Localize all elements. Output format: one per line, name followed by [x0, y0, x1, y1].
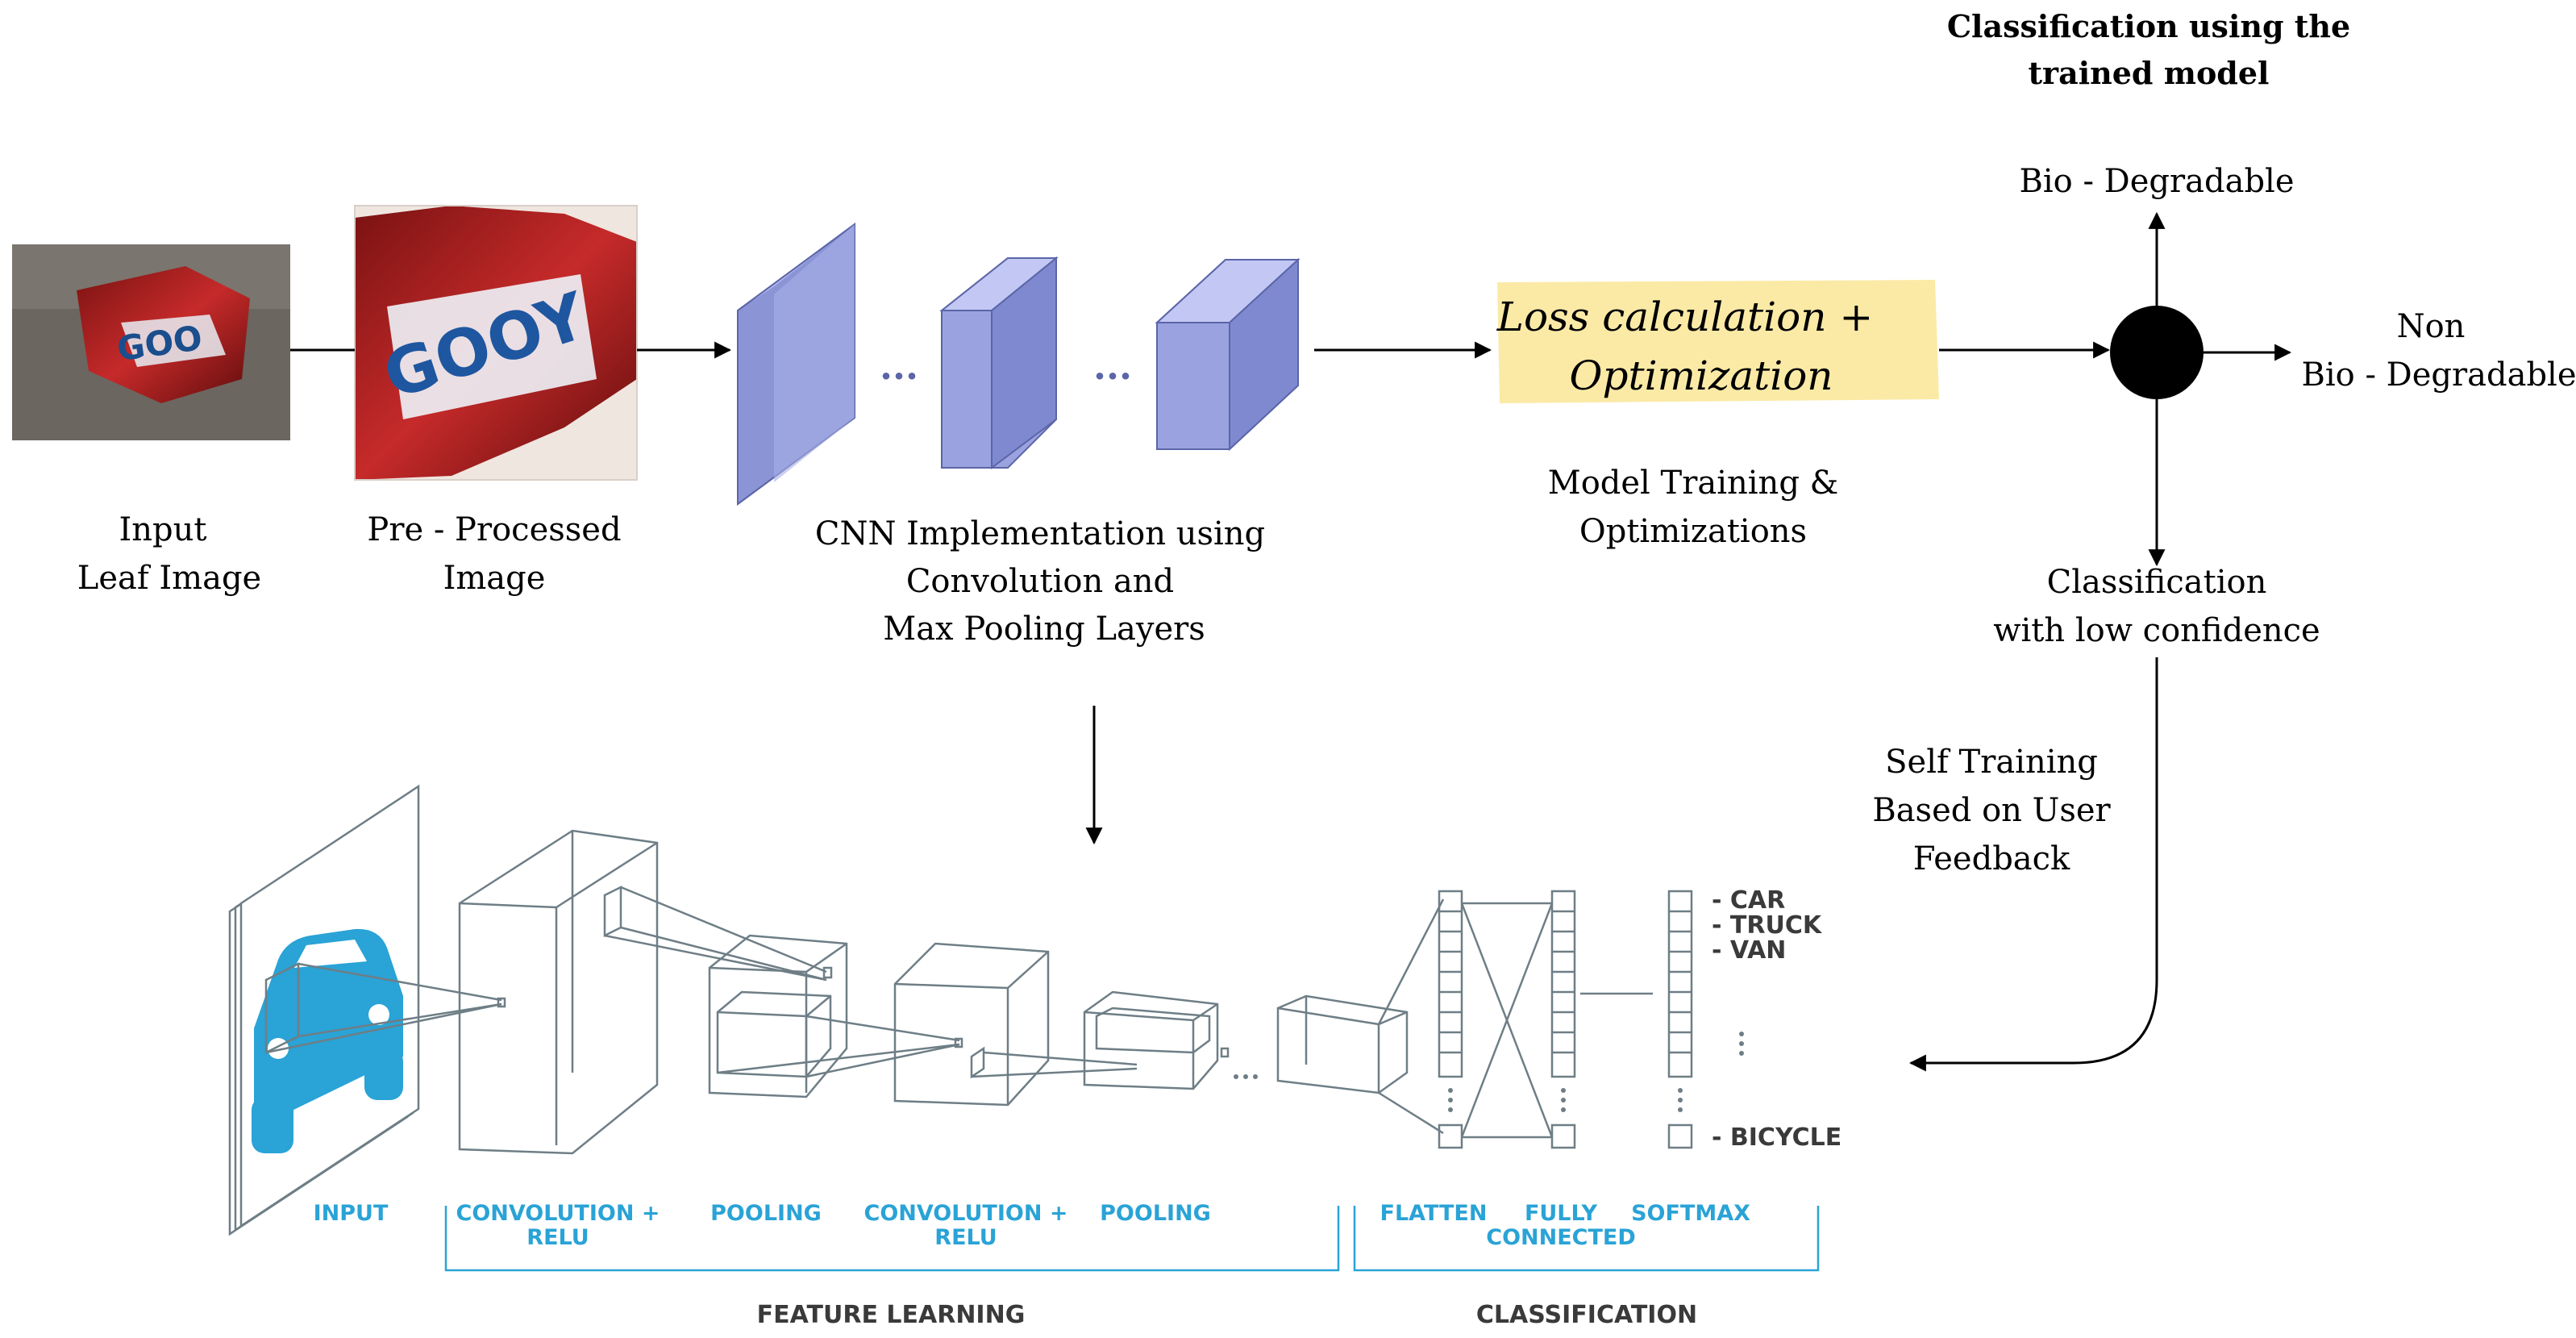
stage-labels: INPUT CONVOLUTION + RELU POOLING CONVOLU… — [314, 1201, 1750, 1250]
cnn-block-2 — [939, 256, 1059, 469]
loss-box-background — [1497, 280, 1939, 403]
classifier-node — [2110, 306, 2204, 399]
bio-degradable-label: Bio - Degradable — [2019, 163, 2294, 200]
stage-conv1-line-1: CONVOLUTION + — [456, 1201, 660, 1226]
flatten-column — [1438, 890, 1463, 1149]
low-confidence-label: Classification with low confidence — [1993, 564, 2320, 649]
low-confidence-line-1: Classification — [2047, 564, 2267, 601]
classification-bracket — [1353, 1206, 1820, 1272]
feedback-line-2: Based on User — [1872, 792, 2111, 829]
stage-input: INPUT — [314, 1201, 389, 1226]
preprocessed-caption-line-2: Image — [443, 560, 546, 597]
pool2-block — [1083, 990, 1230, 1090]
feedback-line-3: Feedback — [1913, 840, 2070, 877]
stage-pool1: POOLING — [710, 1201, 822, 1226]
softmax-column — [1667, 890, 1693, 1149]
non-bio-line-1: Non — [2397, 308, 2466, 345]
stage-fully-line-1: FULLY — [1525, 1201, 1598, 1226]
title-line-1: Classification using the — [1947, 8, 2350, 44]
stage-conv2-line-2: RELU — [934, 1225, 997, 1250]
feature-block — [1276, 994, 1409, 1094]
stage-conv2-line-1: CONVOLUTION + — [864, 1201, 1068, 1226]
feedback-line-1: Self Training — [1885, 744, 2098, 781]
class-labels: - CAR - TRUCK - VAN - BICYCLE — [1712, 886, 1841, 1152]
cnn-caption-line-3: Max Pooling Layers — [883, 611, 1205, 648]
conv2-block — [893, 942, 1050, 1107]
preprocessed-caption: Pre - Processed Image — [367, 511, 621, 597]
input-leaf-image: GOO — [12, 244, 290, 440]
training-caption-line-2: Optimizations — [1579, 513, 1807, 550]
loss-box-line-2: Optimization — [1569, 352, 1833, 399]
training-caption: Model Training & Optimizations — [1548, 465, 1839, 550]
cnn-architecture-figure — [228, 784, 1820, 1272]
cnn-block-1 — [737, 223, 855, 506]
fully-connected-column — [1550, 890, 1576, 1149]
input-caption-line-1: Input — [119, 511, 206, 548]
conv1-block — [458, 829, 659, 1155]
low-confidence-line-2: with low confidence — [1993, 612, 2320, 649]
stage-fully-line-2: CONNECTED — [1486, 1225, 1636, 1250]
cnn-ellipsis-1: ... — [880, 344, 918, 388]
group-classification: CLASSIFICATION — [1476, 1301, 1697, 1329]
cnn-caption: CNN Implementation using Convolution and… — [815, 515, 1265, 648]
input-caption: Input Leaf Image — [77, 511, 261, 597]
non-bio-degradable-label: Non Bio - Degradable — [2301, 308, 2576, 394]
title-line-2: trained model — [2029, 55, 2270, 91]
stage-softmax: SOFTMAX — [1631, 1201, 1750, 1226]
feature-learning-bracket — [444, 1206, 1340, 1272]
input-caption-line-2: Leaf Image — [77, 560, 261, 597]
feedback-loop-arrow — [1908, 657, 2158, 1072]
cnn-ellipsis-2: ... — [1093, 344, 1132, 388]
vertical-dots — [1448, 1032, 1744, 1112]
stage-conv1-line-2: RELU — [526, 1225, 589, 1250]
stage-pool2: POOLING — [1100, 1201, 1211, 1226]
loss-optimization-box: Loss calculation + Optimization — [1496, 280, 1939, 403]
cnn-caption-line-2: Convolution and — [906, 563, 1174, 600]
non-bio-line-2: Bio - Degradable — [2301, 356, 2576, 394]
preprocessed-caption-line-1: Pre - Processed — [367, 511, 621, 548]
cnn-block-3 — [1155, 257, 1300, 452]
fc-connections — [1460, 902, 1554, 1139]
car-icon — [252, 928, 403, 1153]
preprocessed-image: GOOY — [354, 205, 638, 481]
class-bicycle: - BICYCLE — [1712, 1123, 1841, 1152]
cnn-caption-line-1: CNN Implementation using — [815, 515, 1265, 552]
feedback-caption: Self Training Based on User Feedback — [1872, 744, 2111, 877]
pool-dots — [1234, 1074, 1258, 1079]
class-truck: - TRUCK — [1712, 911, 1823, 940]
class-car: - CAR — [1712, 886, 1785, 915]
classification-title: Classification using the trained model — [1947, 8, 2350, 91]
loss-box-line-1: Loss calculation + — [1496, 294, 1874, 340]
training-caption-line-1: Model Training & — [1548, 465, 1839, 502]
stage-flatten: FLATTEN — [1380, 1201, 1488, 1226]
group-feature-learning: FEATURE LEARNING — [757, 1301, 1026, 1329]
class-van: - VAN — [1712, 936, 1786, 965]
